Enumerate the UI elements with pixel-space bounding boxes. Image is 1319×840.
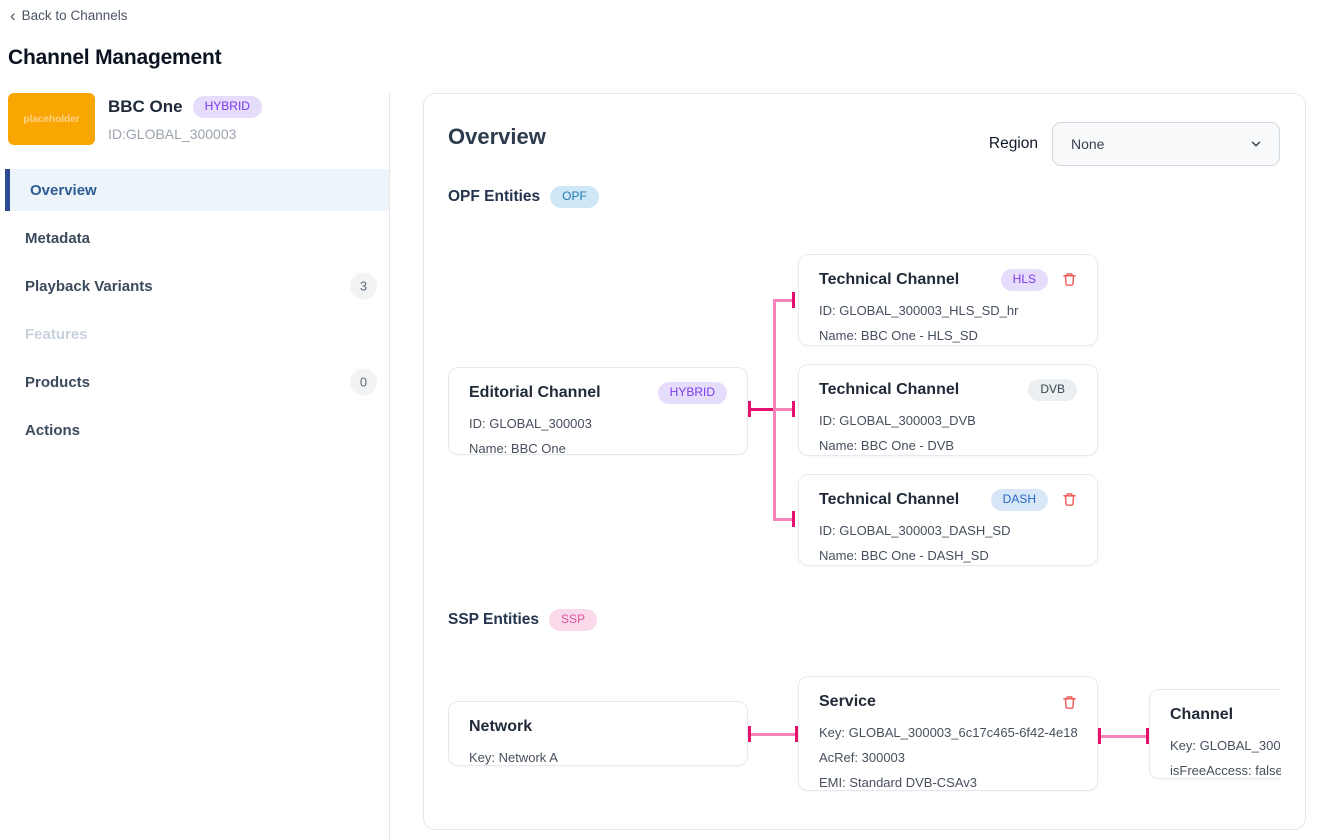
card-row: ID: GLOBAL_300003_DASH_SD xyxy=(819,523,1011,538)
technical-channel-dash-card: Technical Channel DASH ID: GLOBAL_300003… xyxy=(798,474,1098,566)
chevron-down-icon xyxy=(1251,141,1261,147)
service-card: Service Key: GLOBAL_300003_6c17c465-6f42… xyxy=(798,676,1098,791)
products-count-badge: 0 xyxy=(350,368,377,396)
connector-tick xyxy=(748,726,751,742)
connector-line xyxy=(774,408,794,411)
trash-icon xyxy=(1063,493,1076,507)
channel-logo-placeholder: placeholder xyxy=(8,93,95,145)
region-select-value: None xyxy=(1071,136,1105,152)
sidebar-nav: Overview Metadata Playback Variants 3 Fe… xyxy=(0,169,389,457)
card-title: Technical Channel xyxy=(819,491,960,508)
sidebar-item-features: Features xyxy=(0,313,389,355)
region-select[interactable]: None xyxy=(1052,122,1280,166)
card-title: Technical Channel xyxy=(819,271,960,288)
technical-channel-dvb-card: Technical Channel DVB ID: GLOBAL_300003_… xyxy=(798,364,1098,456)
sidebar-item-label: Features xyxy=(25,325,88,343)
card-title: Service xyxy=(819,693,876,710)
back-link-label: Back to Channels xyxy=(21,8,128,23)
connector-tick xyxy=(795,726,798,742)
card-title: Channel xyxy=(1170,706,1234,723)
opf-section-title: OPF Entities xyxy=(448,187,541,205)
card-row: AcRef: 300003 xyxy=(819,750,906,765)
delete-technical-channel-button[interactable] xyxy=(1062,491,1077,508)
card-row: ID: GLOBAL_300003_HLS_SD_hr xyxy=(819,303,1019,318)
connector-tick xyxy=(792,511,795,527)
ssp-badge: SSP xyxy=(549,609,598,631)
channel-name: BBC One xyxy=(108,96,183,116)
channel-id: ID:GLOBAL_300003 xyxy=(108,126,237,142)
sidebar-item-metadata[interactable]: Metadata xyxy=(0,217,389,259)
card-row: Key: GLOBAL_300003_6c17c465-6f42-4e18-..… xyxy=(819,725,1077,740)
sidebar-item-playback-variants[interactable]: Playback Variants 3 xyxy=(0,265,389,307)
connector-line xyxy=(1101,735,1147,738)
sidebar-item-overview[interactable]: Overview xyxy=(5,169,389,211)
sidebar-item-label: Overview xyxy=(30,181,97,199)
delete-technical-channel-button[interactable] xyxy=(1062,271,1077,288)
connector-tick xyxy=(1098,728,1101,744)
card-row: Name: BBC One - DVB xyxy=(819,438,955,453)
editorial-hybrid-badge: HYBRID xyxy=(657,382,727,404)
dash-badge: DASH xyxy=(990,489,1048,511)
connector-tick xyxy=(792,401,795,417)
ssp-channel-card: Channel Key: GLOBAL_30000 isFreeAccess: … xyxy=(1149,689,1281,779)
channel-type-badge: HYBRID xyxy=(192,96,262,118)
network-card: Network Key: Network A xyxy=(448,701,748,766)
connector-line xyxy=(748,408,774,411)
delete-service-button[interactable] xyxy=(1062,694,1077,711)
connector-tick xyxy=(792,292,795,308)
card-row: Name: BBC One - HLS_SD xyxy=(819,328,978,343)
dvb-badge: DVB xyxy=(1028,379,1077,401)
sidebar-item-label: Metadata xyxy=(25,229,91,247)
chevron-left-icon: ‹ xyxy=(10,6,16,25)
card-row: ID: GLOBAL_300003 xyxy=(469,416,592,431)
card-title: Editorial Channel xyxy=(469,384,601,401)
card-row: Key: GLOBAL_30000 xyxy=(1170,738,1281,753)
region-label: Region xyxy=(988,135,1038,152)
card-row: Key: Network A xyxy=(469,750,558,765)
sidebar-item-label: Playback Variants xyxy=(25,277,153,295)
sidebar-item-label: Actions xyxy=(25,421,81,439)
card-row: isFreeAccess: false xyxy=(1170,763,1281,778)
sidebar: placeholder BBC One HYBRID ID:GLOBAL_300… xyxy=(0,93,390,840)
trash-icon xyxy=(1063,273,1076,287)
trash-icon xyxy=(1063,695,1076,709)
connector-line xyxy=(773,518,794,521)
ssp-section-title: SSP Entities xyxy=(448,610,540,628)
card-row: Name: BBC One xyxy=(469,441,566,456)
connector-line xyxy=(751,733,795,736)
playback-variants-count-badge: 3 xyxy=(350,272,377,300)
card-row: Name: BBC One - DASH_SD xyxy=(819,548,989,563)
channel-logo-text: placeholder xyxy=(23,113,80,125)
page-title: Channel Management xyxy=(8,46,222,69)
opf-badge: OPF xyxy=(550,186,599,208)
card-title: Network xyxy=(469,718,533,735)
technical-channel-hls-card: Technical Channel HLS ID: GLOBAL_300003_… xyxy=(798,254,1098,346)
sidebar-item-actions[interactable]: Actions xyxy=(0,409,389,451)
sidebar-item-label: Products xyxy=(25,373,91,391)
back-to-channels-link[interactable]: ‹ Back to Channels xyxy=(10,6,128,25)
connector-line xyxy=(773,299,794,302)
card-row: EMI: Standard DVB-CSAv3 xyxy=(819,775,977,790)
card-row: ID: GLOBAL_300003_DVB xyxy=(819,413,976,428)
sidebar-item-products[interactable]: Products 0 xyxy=(0,361,389,403)
entity-diagram: OPF Entities OPF Editorial Channel HYBRI… xyxy=(448,94,1281,829)
card-title: Technical Channel xyxy=(819,381,960,398)
editorial-channel-card: Editorial Channel HYBRID ID: GLOBAL_3000… xyxy=(448,367,748,456)
overview-panel: Overview Region None OPF Entities OPF Ed… xyxy=(423,93,1306,830)
hls-badge: HLS xyxy=(1000,269,1048,291)
connector-tick xyxy=(1146,728,1149,744)
panel-title: Overview xyxy=(448,124,546,149)
